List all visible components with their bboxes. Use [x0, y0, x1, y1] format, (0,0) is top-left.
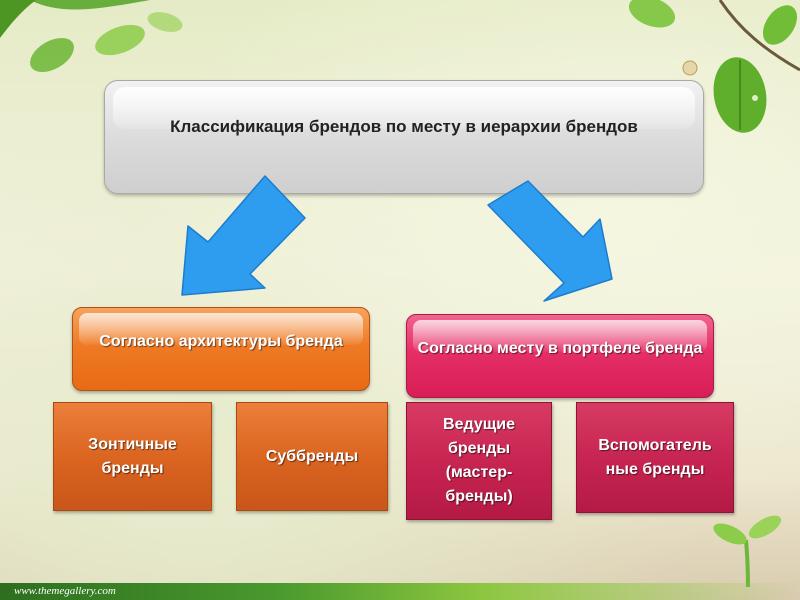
category-architecture-box: Согласно архитектуры бренда: [72, 307, 370, 391]
diagram-title: Классификация брендов по месту в иерархи…: [170, 117, 638, 136]
leaf-umbrella-brands-label: Зонтичные бренды: [88, 435, 177, 477]
leaf-leading-brands-label: Ведущие бренды (мастер-бренды): [443, 416, 515, 505]
arrow-right: [487, 180, 613, 302]
leaf-umbrella-brands: Зонтичные бренды: [53, 402, 212, 511]
leaf-leading-brands: Ведущие бренды (мастер-бренды): [406, 402, 552, 520]
footer-text: www.themegallery.com: [14, 585, 116, 597]
category-portfolio-label: Согласно месту в портфеле бренда: [417, 340, 703, 357]
leaf-sub-brands: Суббренды: [236, 402, 388, 511]
leaf-sub-brands-label: Суббренды: [265, 447, 359, 465]
diagram-title-box: Классификация брендов по месту в иерархи…: [104, 80, 704, 194]
category-architecture-label: Согласно архитектуры бренда: [99, 333, 343, 350]
branch-decoration-top-right: [628, 0, 800, 133]
leaf-auxiliary-brands: Вспомогатель ные бренды: [576, 402, 734, 513]
arrow-left: [181, 175, 306, 296]
leaf-decoration-top-left: [0, 0, 183, 73]
sprout-decoration: [713, 515, 782, 587]
category-portfolio-box: Согласно месту в портфеле бренда: [406, 314, 714, 398]
leaf-auxiliary-brands-label: Вспомогатель ные бренды: [598, 436, 712, 478]
footer-bar: [0, 583, 800, 600]
